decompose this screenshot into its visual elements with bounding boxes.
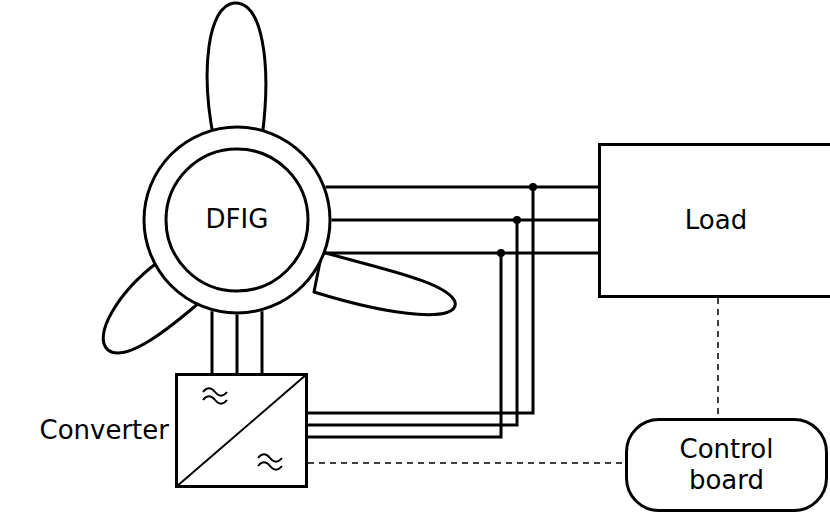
ac-symbol xyxy=(203,388,227,404)
control-board: Control board xyxy=(625,418,828,512)
node-label: DFIG xyxy=(206,204,269,235)
junction-dot xyxy=(497,249,505,257)
rotor-blade xyxy=(207,3,266,140)
inner-circle xyxy=(166,149,308,291)
generator-circle: DFIG xyxy=(142,125,332,315)
converter-box: Converter xyxy=(175,373,308,488)
junction-dot xyxy=(529,183,537,191)
node-label: Load xyxy=(685,205,747,236)
converter-diagonal xyxy=(176,374,307,487)
node-label: Control board xyxy=(672,434,782,496)
rotor-blade xyxy=(314,252,455,315)
load-box: Load xyxy=(598,143,830,298)
power-wires xyxy=(212,311,262,373)
control-signal xyxy=(717,298,719,418)
power-wires xyxy=(326,187,598,253)
outer-ring xyxy=(144,127,330,313)
converter-label: Converter xyxy=(40,415,170,446)
ac-symbol xyxy=(258,454,282,470)
control-signal xyxy=(308,462,625,464)
junction-dot xyxy=(513,216,521,224)
power-wires xyxy=(308,187,533,437)
